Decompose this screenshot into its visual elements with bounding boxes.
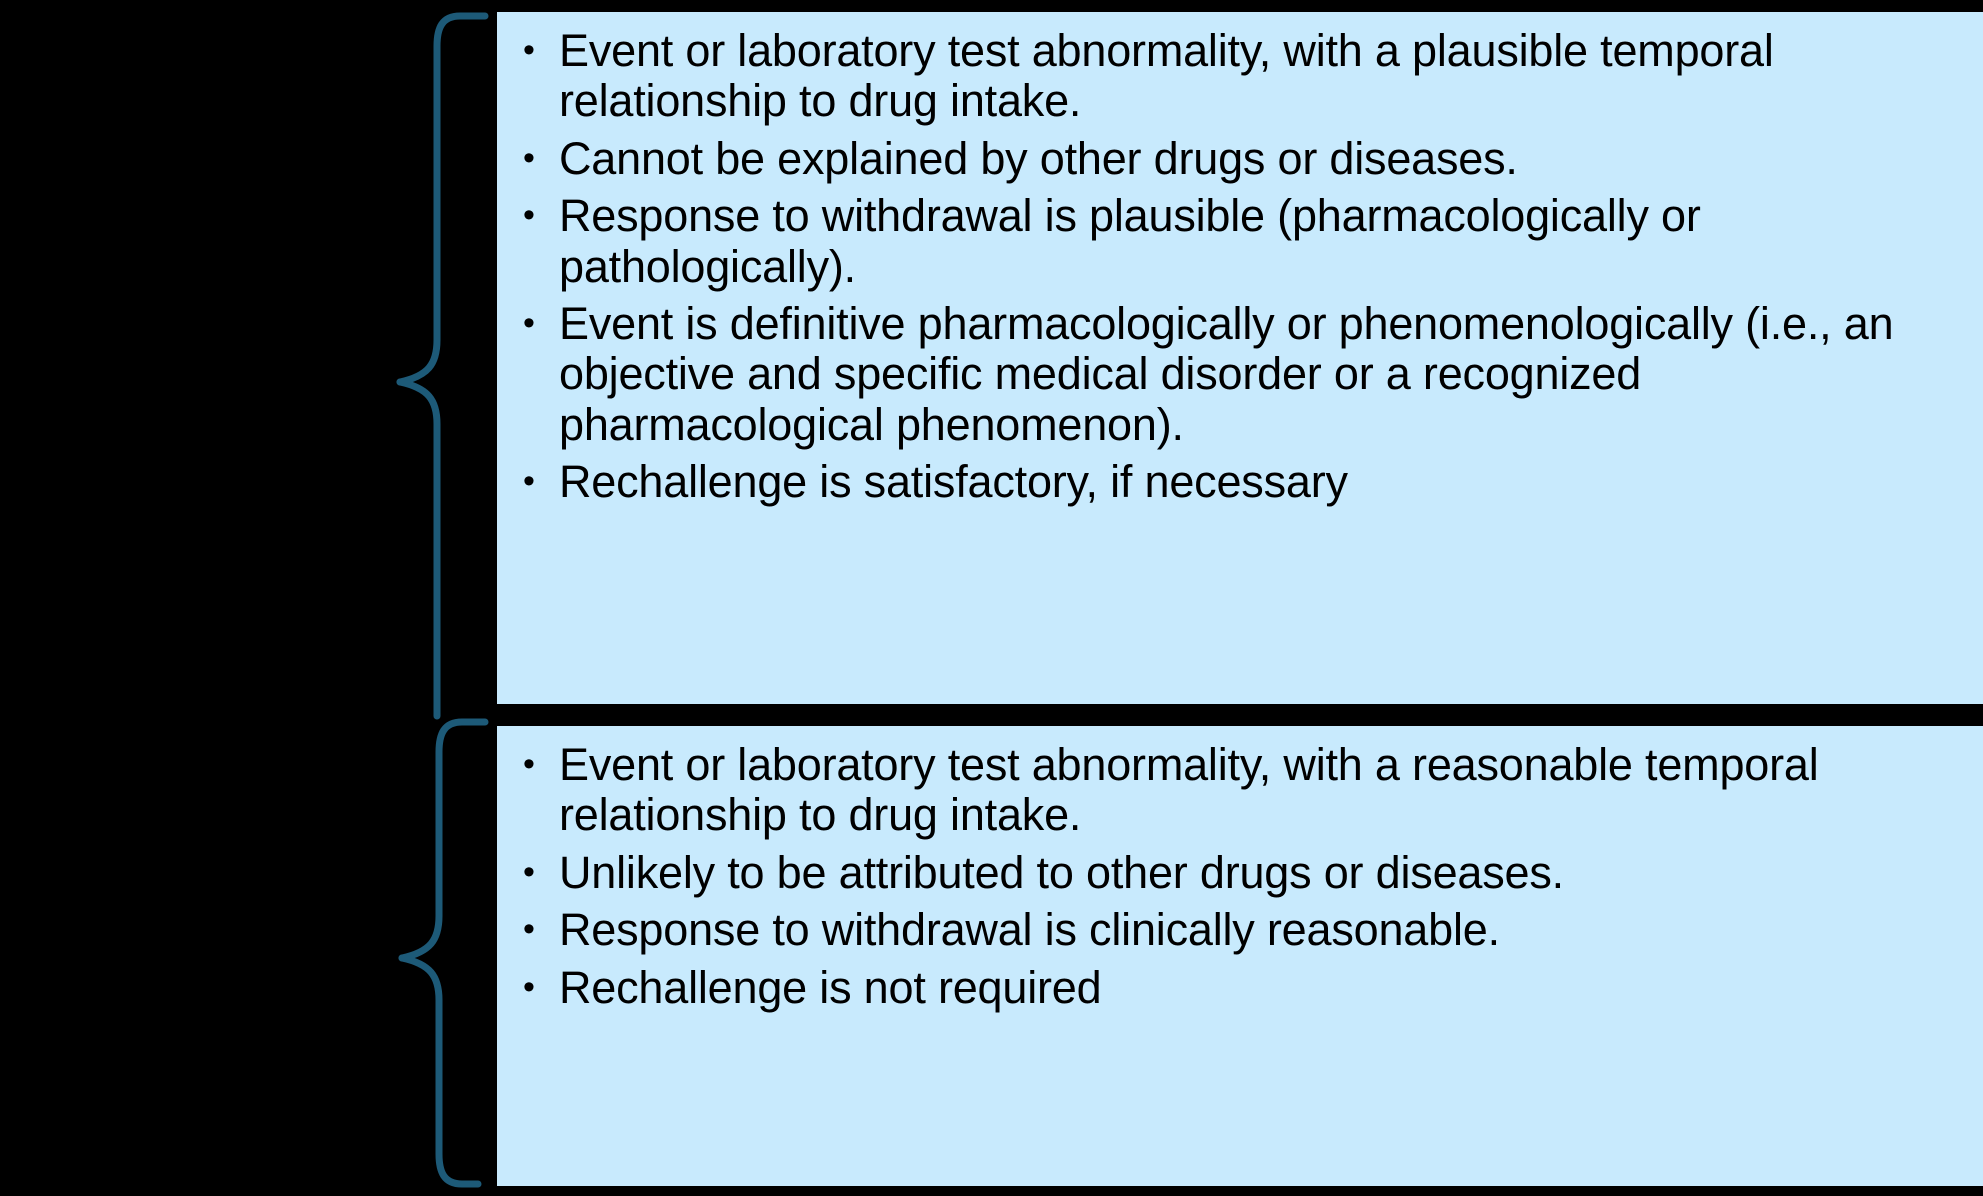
list-item: Cannot be explained by other drugs or di… bbox=[515, 133, 1957, 184]
list-item: Event or laboratory test abnormality, wi… bbox=[515, 739, 1957, 841]
list-item: Response to withdrawal is plausible (pha… bbox=[515, 190, 1957, 292]
criteria-panel-certain: Event or laboratory test abnormality, wi… bbox=[497, 12, 1983, 704]
list-item: Event or laboratory test abnormality, wi… bbox=[515, 25, 1957, 127]
list-item: Rechallenge is satisfactory, if necessar… bbox=[515, 456, 1957, 507]
criteria-list-certain: Event or laboratory test abnormality, wi… bbox=[515, 25, 1957, 508]
criteria-list-probable: Event or laboratory test abnormality, wi… bbox=[515, 739, 1957, 1013]
list-item: Rechallenge is not required bbox=[515, 962, 1957, 1013]
curly-brace-bottom bbox=[398, 718, 489, 1188]
list-item: Response to withdrawal is clinically rea… bbox=[515, 904, 1957, 955]
panel-divider bbox=[497, 716, 1983, 721]
criteria-panel-probable: Event or laboratory test abnormality, wi… bbox=[497, 726, 1983, 1186]
list-item: Event is definitive pharmacologically or… bbox=[515, 298, 1957, 450]
curly-brace-top bbox=[396, 12, 489, 720]
list-item: Unlikely to be attributed to other drugs… bbox=[515, 847, 1957, 898]
